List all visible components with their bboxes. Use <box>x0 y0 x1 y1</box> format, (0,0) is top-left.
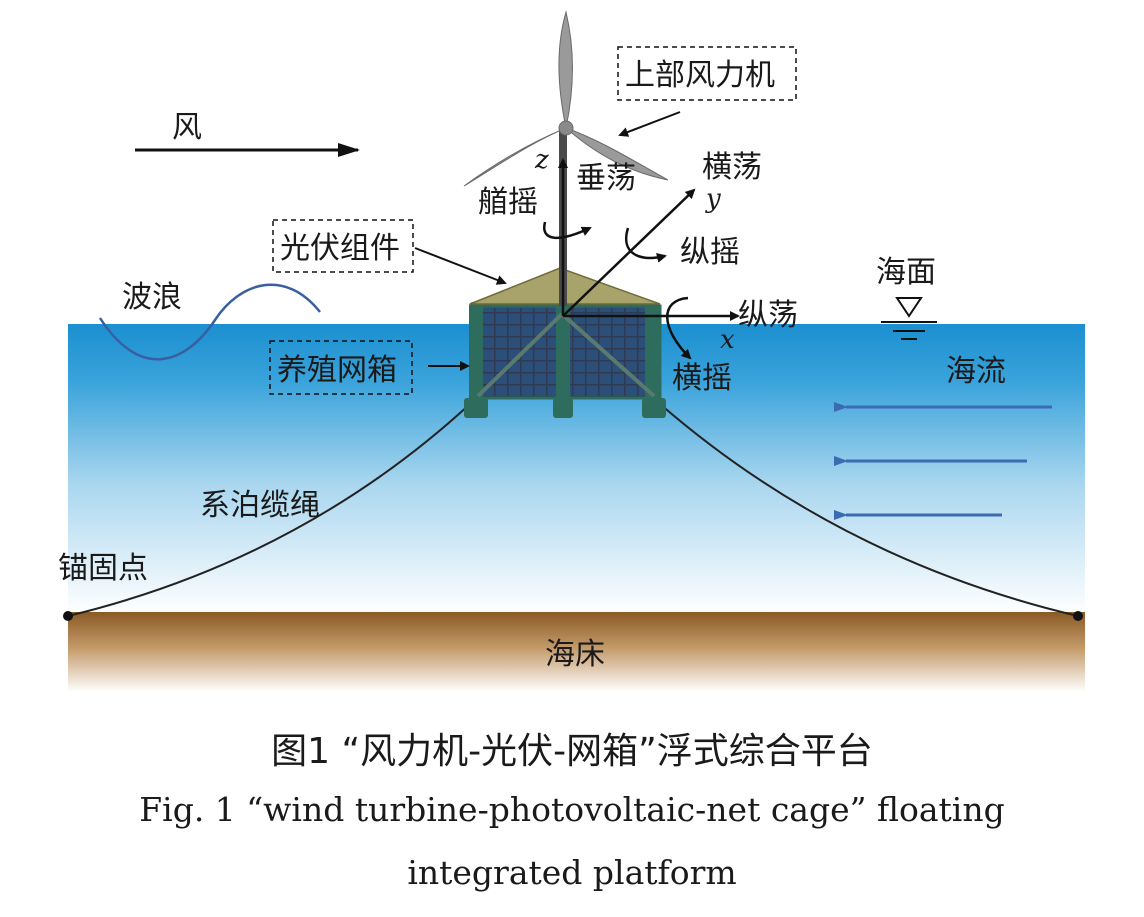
mooring-line-left <box>67 403 471 617</box>
platform-diagram: 上部风力机 风 光伏组件 养殖网箱 波浪 海面 海流 系泊缆绳 锚固点 海床 垂… <box>58 10 1085 692</box>
y-axis-label: y <box>705 184 721 214</box>
anchor-label: 锚固点 <box>58 551 148 586</box>
heave-label: 垂荡 <box>576 161 636 196</box>
caption-english-line1: Fig. 1 “wind turbine-photovoltaic-net ca… <box>139 790 1005 829</box>
current-label: 海流 <box>946 354 1006 389</box>
wave-curve <box>98 283 321 361</box>
yaw-arrow <box>542 221 592 240</box>
roll-label: 横摇 <box>672 361 732 396</box>
seabed <box>68 612 1085 692</box>
sea-surface-label: 海面 <box>876 255 936 290</box>
sway-label: 横荡 <box>702 150 762 185</box>
wind-label: 风 <box>172 110 202 145</box>
y-axis <box>562 188 696 317</box>
turbine-label-box <box>617 46 797 101</box>
net-cage <box>464 302 666 418</box>
mooring-label: 系泊缆绳 <box>200 488 320 523</box>
pitch-label: 纵摇 <box>680 235 740 270</box>
sea-surface-symbol <box>881 297 937 340</box>
anchor-point-left <box>63 611 73 621</box>
seabed-label: 海床 <box>545 637 605 672</box>
z-axis-label: z <box>534 145 549 175</box>
wave-label: 波浪 <box>122 280 182 315</box>
turbine-blades <box>463 10 669 187</box>
pv-label: 光伏组件 <box>280 231 400 266</box>
anchor-point-right <box>1073 611 1083 621</box>
pitch-arrow <box>625 227 667 263</box>
surge-label: 纵荡 <box>738 298 798 333</box>
x-axis-label: x <box>720 325 735 355</box>
roll-arrow <box>666 296 692 360</box>
caption-chinese: 图1 “风力机-光伏-网箱”浮式综合平台 <box>271 731 873 772</box>
cage-label: 养殖网箱 <box>277 353 397 388</box>
pv-label-box <box>272 219 414 273</box>
turbine-pointer <box>618 111 681 137</box>
cage-label-box <box>269 340 413 395</box>
yaw-label: 艏摇 <box>478 185 538 220</box>
turbine-label: 上部风力机 <box>625 58 775 93</box>
mooring-line-right <box>659 403 1079 617</box>
caption-english-line2: integrated platform <box>407 853 737 892</box>
pv-pointer <box>414 247 507 285</box>
